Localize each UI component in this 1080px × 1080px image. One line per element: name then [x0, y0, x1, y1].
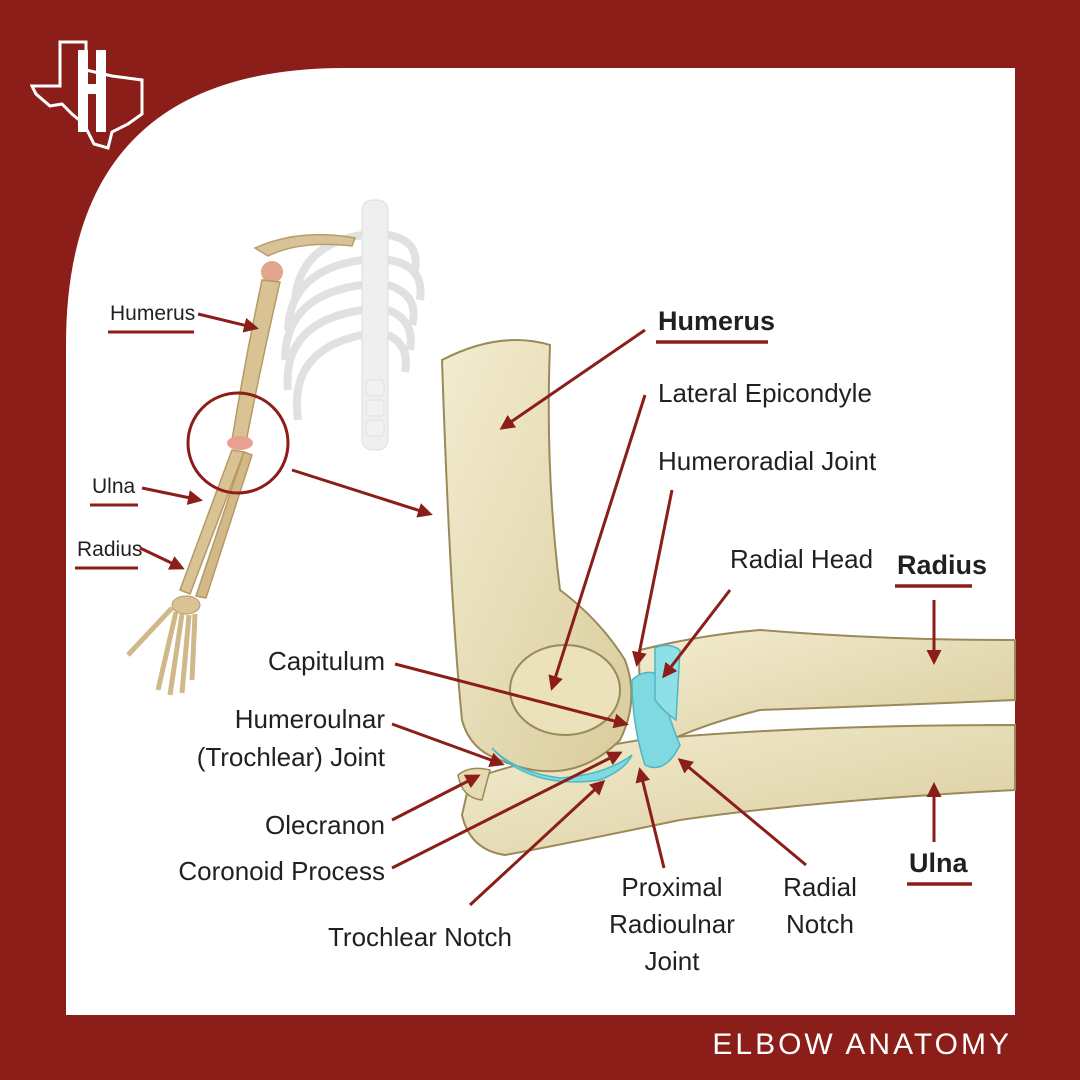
detail-label-humerus: Humerus [658, 306, 775, 336]
detail-label-capitulum: Capitulum [268, 646, 385, 676]
ribcage-illustration [281, 199, 425, 451]
elbow-highlight-circle [186, 391, 290, 495]
detail-label-coronoid-process: Coronoid Process [178, 856, 385, 886]
detail-label-humeroulnar-line1: Humeroulnar [235, 704, 386, 734]
detail-label-radial-notch-line1: Radial [783, 872, 857, 902]
overview-label-humerus: Humerus [110, 302, 195, 325]
arm-skeleton-illustration [126, 233, 357, 696]
detail-label-proximal-line3: Joint [645, 946, 701, 976]
detail-label-humeroradial-joint: Humeroradial Joint [658, 446, 877, 476]
detail-pointer-arrows [391, 328, 942, 907]
detail-label-lateral-epicondyle: Lateral Epicondyle [658, 378, 872, 408]
detail-label-humeroulnar-line2: (Trochlear) Joint [197, 742, 386, 772]
detail-label-trochlear-notch: Trochlear Notch [328, 922, 512, 952]
detail-label-ulna: Ulna [909, 848, 968, 878]
overview-label-ulna: Ulna [92, 475, 136, 498]
capitulum [509, 644, 621, 736]
radial-head-cartilage [631, 671, 681, 769]
overview-label-radius: Radius [77, 538, 142, 561]
texas-outline-logo-icon [30, 40, 144, 150]
trochlear-cartilage [491, 747, 633, 783]
elbow-detail-illustration [440, 339, 1016, 857]
detail-label-olecranon: Olecranon [265, 810, 385, 840]
detail-label-radial-notch-line2: Notch [786, 909, 854, 939]
detail-label-proximal-line2: Radioulnar [609, 909, 735, 939]
overview-pointer-arrows [139, 312, 433, 570]
detail-label-radius: Radius [897, 550, 987, 580]
footer-title: ELBOW ANATOMY [712, 1028, 1012, 1061]
detail-label-proximal-line1: Proximal [621, 872, 722, 902]
detail-label-radial-head: Radial Head [730, 544, 873, 574]
